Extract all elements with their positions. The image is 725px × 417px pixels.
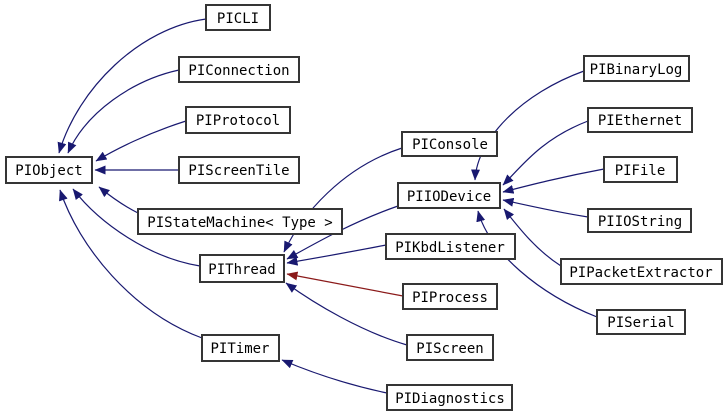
node-PIScreen-label: PIScreen bbox=[416, 341, 483, 357]
node-PISerial-box[interactable] bbox=[596, 309, 686, 335]
node-PIEthernet[interactable]: PIEthernet bbox=[587, 107, 693, 133]
node-PICLI-box[interactable] bbox=[205, 4, 271, 31]
node-PIScreenTile-label: PIScreenTile bbox=[188, 163, 289, 179]
edge-PIFile-PIIODevice bbox=[502, 168, 605, 194]
node-PITimer-label: PITimer bbox=[210, 341, 269, 357]
node-PICLI-label: PICLI bbox=[217, 11, 259, 27]
node-PITimer-box[interactable] bbox=[201, 334, 280, 362]
node-PIObject-box[interactable] bbox=[5, 156, 93, 184]
edge-PIConnection-PIObject bbox=[67, 69, 180, 154]
node-PIThread-box[interactable] bbox=[199, 254, 285, 283]
node-PISerial-label: PISerial bbox=[607, 315, 674, 331]
node-PIObject-label: PIObject bbox=[15, 163, 82, 179]
edge-PIIOString-PIIODevice bbox=[502, 197, 589, 218]
node-PIIODevice-box[interactable] bbox=[397, 182, 501, 209]
edge-PIBinaryLog-PIIODevice bbox=[471, 70, 585, 181]
node-PIProtocol-label: PIProtocol bbox=[196, 113, 280, 129]
node-PIScreen[interactable]: PIScreen bbox=[406, 334, 494, 361]
node-PIDiagnostics-label: PIDiagnostics bbox=[395, 391, 505, 407]
node-PIIODevice-label: PIIODevice bbox=[407, 189, 491, 205]
edge-PIEthernet-PIIODevice bbox=[502, 120, 589, 186]
node-PIFile-box[interactable] bbox=[603, 156, 678, 183]
node-PICLI[interactable]: PICLI bbox=[205, 4, 271, 31]
node-PIProcess[interactable]: PIProcess bbox=[402, 283, 498, 310]
node-PIConsole[interactable]: PIConsole bbox=[401, 131, 498, 157]
node-PIPacketExtractor-box[interactable] bbox=[560, 258, 723, 285]
node-PIThread-label: PIThread bbox=[208, 262, 275, 278]
edge-PIDiagnostics-PITimer bbox=[281, 359, 388, 394]
node-PIConsole-label: PIConsole bbox=[412, 137, 488, 153]
node-PIProcess-label: PIProcess bbox=[412, 290, 488, 306]
node-PIScreenTile-box[interactable] bbox=[178, 156, 300, 184]
node-PIScreenTile[interactable]: PIScreenTile bbox=[178, 156, 300, 184]
node-PIStateMachine-box[interactable] bbox=[137, 208, 343, 235]
node-PIConsole-box[interactable] bbox=[401, 131, 498, 157]
edge-PIProtocol-PIObject bbox=[95, 120, 187, 162]
edge-PIThread-PIObject bbox=[72, 188, 201, 267]
edge-PIProcess-PIThread-private bbox=[286, 271, 404, 297]
node-PIPacketExtractor-label: PIPacketExtractor bbox=[569, 265, 712, 281]
node-PIFile-label: PIFile bbox=[615, 163, 666, 179]
node-PIEthernet-label: PIEthernet bbox=[598, 113, 682, 129]
node-PIIODevice[interactable]: PIIODevice bbox=[397, 182, 501, 209]
node-PIKbdListener-box[interactable] bbox=[385, 233, 516, 260]
node-PIConnection[interactable]: PIConnection bbox=[178, 56, 300, 83]
node-PIPacketExtractor[interactable]: PIPacketExtractor bbox=[560, 258, 723, 285]
node-PITimer[interactable]: PITimer bbox=[201, 334, 280, 362]
node-PIDiagnostics-box[interactable] bbox=[386, 384, 513, 411]
node-PIConnection-box[interactable] bbox=[178, 56, 300, 83]
edge-PISerial-PIIODevice bbox=[476, 210, 598, 318]
node-PIBinaryLog-box[interactable] bbox=[583, 55, 690, 82]
edge-PIScreen-PIThread bbox=[285, 282, 408, 346]
node-PIIOString[interactable]: PIIOString bbox=[587, 208, 692, 233]
node-PIEthernet-box[interactable] bbox=[587, 107, 693, 133]
node-PIDiagnostics[interactable]: PIDiagnostics bbox=[386, 384, 513, 411]
edge-PIStateMachine-PIObject bbox=[98, 186, 139, 214]
edge-PIKbdListener-PIThread bbox=[286, 244, 387, 266]
node-PISerial[interactable]: PISerial bbox=[596, 309, 686, 335]
node-PIStateMachine[interactable]: PIStateMachine< Type > bbox=[137, 208, 343, 235]
edge-PICLI-PIObject bbox=[57, 18, 207, 154]
node-PIThread[interactable]: PIThread bbox=[199, 254, 285, 283]
nodes-layer: PIObject PICLI PIConnection PIProtocol P… bbox=[5, 4, 723, 411]
node-PIIOString-label: PIIOString bbox=[598, 214, 682, 230]
node-PIIOString-box[interactable] bbox=[587, 208, 692, 233]
edge-PIPacketExtractor-PIIODevice bbox=[503, 208, 562, 267]
edge-PITimer-PIObject bbox=[59, 189, 203, 339]
node-PIKbdListener[interactable]: PIKbdListener bbox=[385, 233, 516, 260]
node-PIKbdListener-label: PIKbdListener bbox=[395, 240, 505, 256]
edges-layer bbox=[57, 18, 605, 394]
node-PIProtocol-box[interactable] bbox=[185, 106, 291, 134]
node-PIStateMachine-label: PIStateMachine< Type > bbox=[147, 215, 332, 231]
node-PIBinaryLog-label: PIBinaryLog bbox=[590, 62, 683, 78]
node-PIConnection-label: PIConnection bbox=[188, 63, 289, 79]
node-PIFile[interactable]: PIFile bbox=[603, 156, 678, 183]
node-PIScreen-box[interactable] bbox=[406, 334, 494, 361]
edge-PIConsole-PIThread bbox=[283, 147, 403, 253]
node-PIProcess-box[interactable] bbox=[402, 283, 498, 310]
node-PIProtocol[interactable]: PIProtocol bbox=[185, 106, 291, 134]
node-PIObject[interactable]: PIObject bbox=[5, 156, 93, 184]
node-PIBinaryLog[interactable]: PIBinaryLog bbox=[583, 55, 690, 82]
